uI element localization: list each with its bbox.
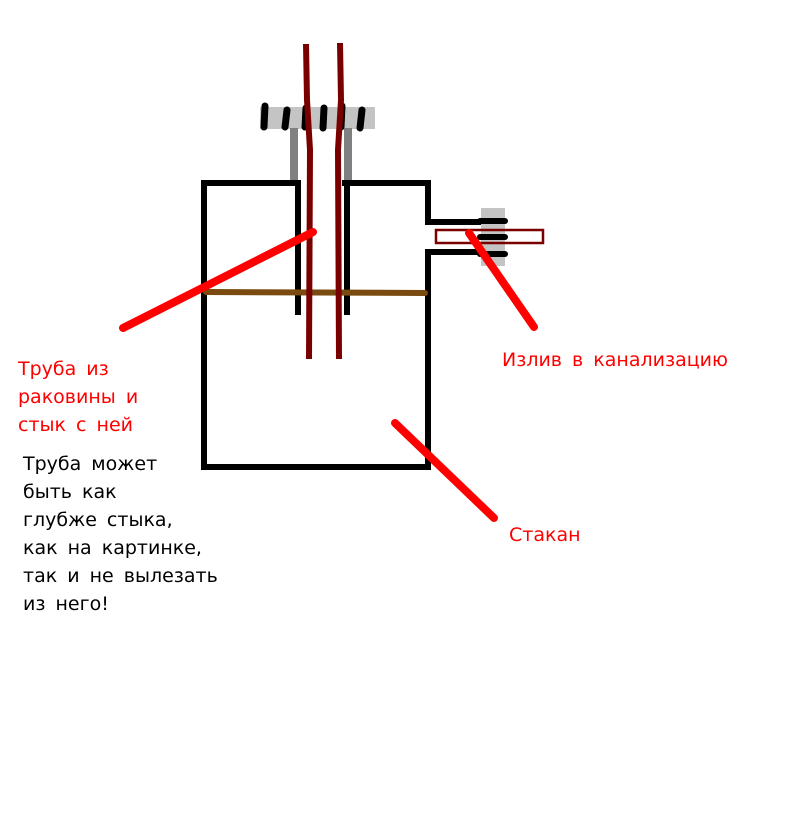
joint-bracket-right — [344, 128, 352, 180]
label-glass: Стакан — [509, 524, 581, 546]
joint-bracket-left — [290, 128, 298, 180]
sink-pipe-joint — [260, 102, 375, 180]
outlet-pipe — [434, 228, 545, 245]
water-level-line — [203, 289, 428, 296]
pointer-sink-pipe — [119, 228, 317, 332]
label-note: Труба может быть как глубже стыка, как н… — [23, 453, 218, 615]
glass-right-top — [342, 180, 436, 225]
label-outlet: Излив в канализацию — [502, 349, 728, 371]
pointer-glass — [391, 419, 498, 522]
sink-pipe-left-wall — [303, 43, 314, 360]
sink-pipe-right-wall — [334, 42, 345, 360]
annotation-pointers — [119, 228, 538, 522]
pointer-outlet — [465, 229, 538, 331]
glass-left-body — [201, 180, 436, 470]
sink-pipe — [303, 42, 345, 360]
label-sink-pipe: Труба из раковины и стык с ней — [18, 358, 139, 436]
